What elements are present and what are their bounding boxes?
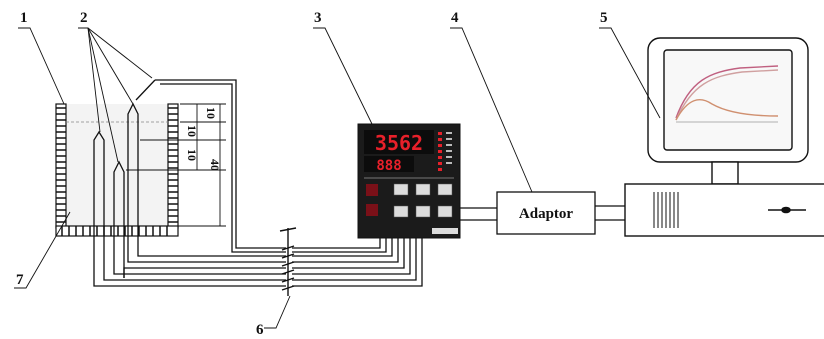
drive-slot bbox=[768, 206, 806, 214]
dimension-labels: 10 10 10 40 bbox=[185, 107, 222, 171]
label-6: 6 bbox=[256, 322, 264, 338]
dimension-label-40: 40 bbox=[208, 159, 222, 171]
dimension-label-10a: 10 bbox=[204, 107, 218, 119]
monitor-screen bbox=[663, 49, 793, 151]
adaptor-box: Adaptor bbox=[496, 191, 596, 235]
controller-buttons bbox=[393, 183, 453, 218]
label-2: 2 bbox=[80, 10, 88, 26]
computer-vents bbox=[653, 192, 679, 228]
callout-labels: 1 2 3 4 5 6 7 bbox=[16, 10, 608, 338]
leader-lines bbox=[14, 27, 661, 329]
thermocouple-wires bbox=[93, 79, 423, 287]
controller-led-column bbox=[438, 132, 442, 171]
thermocouple-probe-b bbox=[113, 160, 125, 278]
label-1: 1 bbox=[20, 10, 28, 26]
dimension-label-10c: 10 bbox=[185, 149, 199, 161]
controller-display-bottom: 888 bbox=[376, 158, 401, 174]
dimension-label-10b: 10 bbox=[185, 125, 199, 137]
dimension-lines bbox=[126, 103, 226, 227]
controller-display-top: 3562 bbox=[375, 131, 423, 155]
thermocouple-probe-a bbox=[93, 130, 105, 272]
label-3: 3 bbox=[314, 10, 322, 26]
container-bottom-wall bbox=[55, 225, 179, 237]
container bbox=[55, 103, 179, 237]
label-7: 7 bbox=[16, 272, 24, 288]
adaptor-label: Adaptor bbox=[519, 206, 574, 222]
label-5: 5 bbox=[600, 10, 608, 26]
screen-curves bbox=[675, 65, 779, 121]
temperature-controller: 3562 888 bbox=[357, 123, 461, 239]
connector-junction bbox=[279, 227, 297, 296]
label-4: 4 bbox=[451, 10, 459, 26]
computer bbox=[624, 37, 824, 237]
